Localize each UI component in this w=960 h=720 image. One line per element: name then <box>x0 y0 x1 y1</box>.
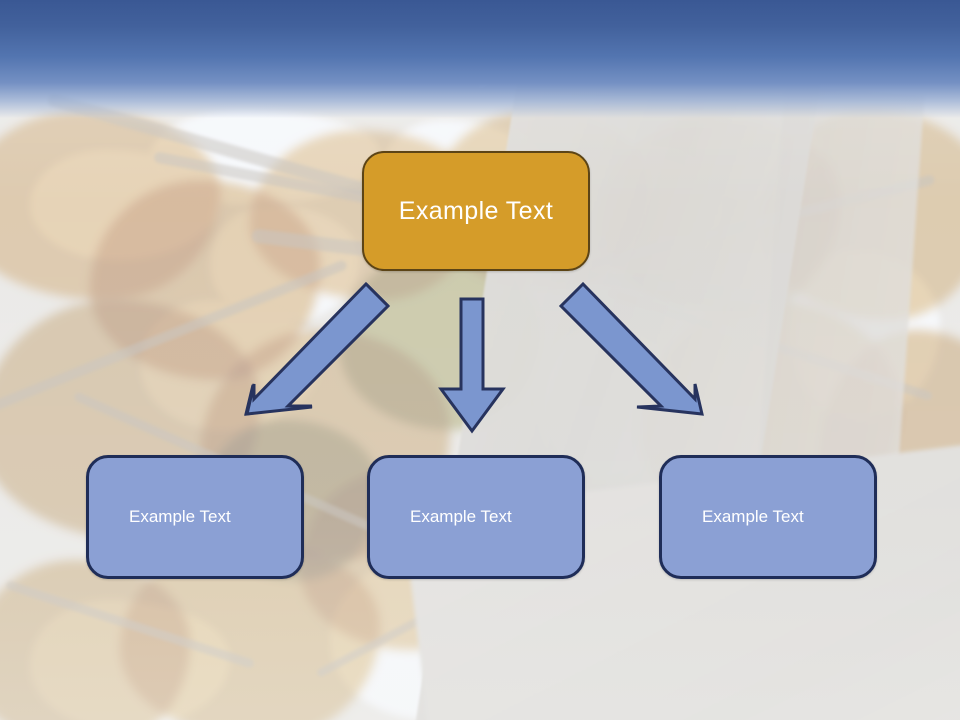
node-label: Example Text <box>129 507 231 526</box>
hierarchy-node-child-1[interactable]: Example Text <box>86 455 304 579</box>
title-band <box>0 0 960 118</box>
node-label: Example Text <box>702 507 804 526</box>
hierarchy-node-root[interactable]: Example Text <box>362 151 590 271</box>
hierarchy-node-child-2[interactable]: Example Text <box>367 455 585 579</box>
node-label: Example Text <box>410 507 512 526</box>
hierarchy-node-child-3[interactable]: Example Text <box>659 455 877 579</box>
node-label: Example Text <box>398 196 554 225</box>
